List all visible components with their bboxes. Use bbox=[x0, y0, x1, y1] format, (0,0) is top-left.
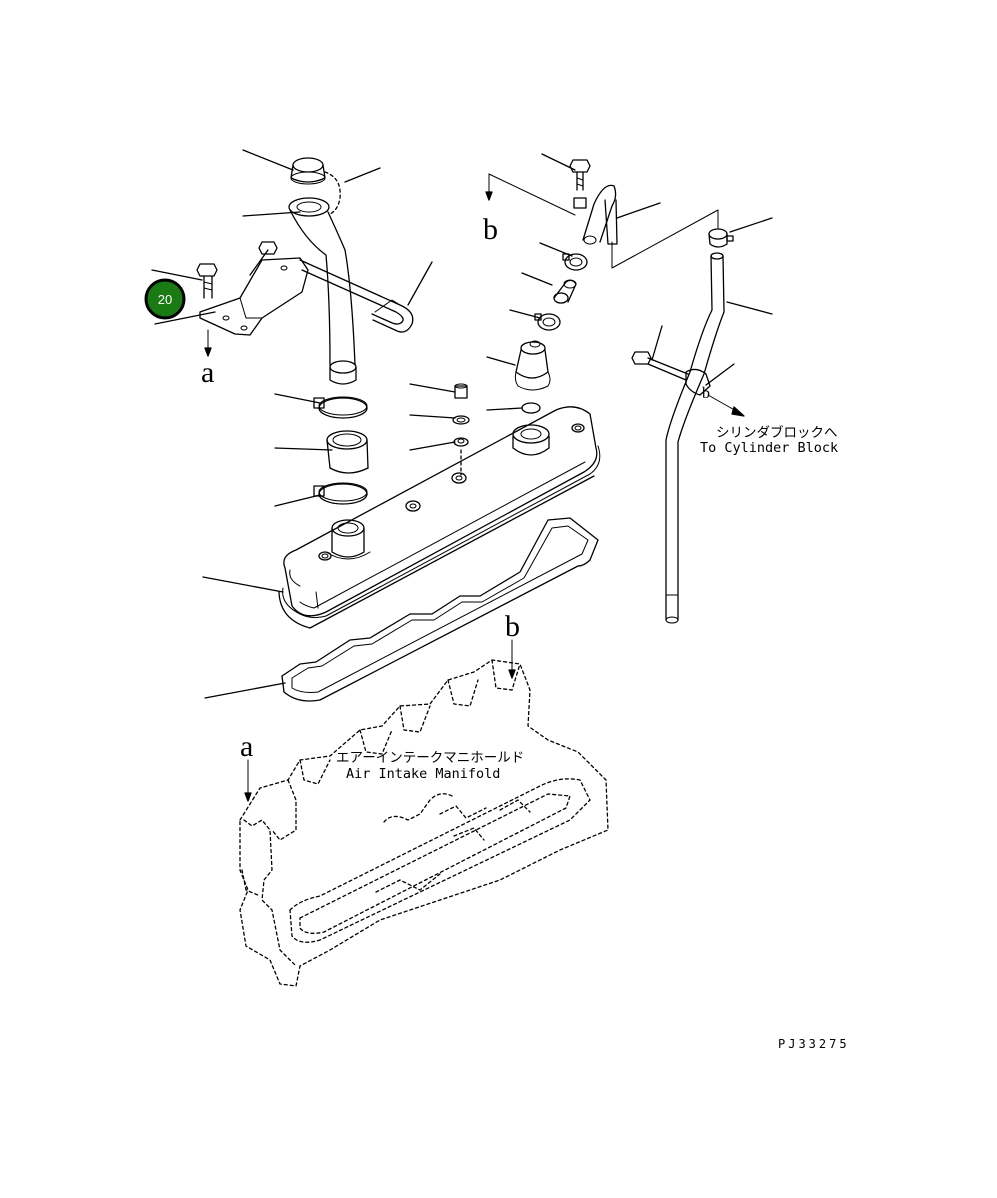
note-to-cylinder-block-en: To Cylinder Block bbox=[700, 440, 838, 456]
small-clamp-2 bbox=[562, 253, 588, 271]
breather-hose-loop bbox=[299, 259, 414, 333]
breather-pipe-bent bbox=[573, 184, 618, 245]
ref-arrow-b-head bbox=[508, 639, 516, 679]
ref-letter-a-top: a bbox=[201, 356, 214, 389]
dipstick-tube bbox=[665, 228, 734, 624]
note-air-intake-jp: エアーインテークマニホールド bbox=[336, 750, 524, 766]
ref-letter-a-bottom: a bbox=[240, 730, 253, 763]
leader-lines bbox=[151, 149, 773, 699]
note-to-cylinder-block-jp: シリンダブロックへ bbox=[716, 424, 838, 441]
highlight-badge[interactable]: 20 bbox=[144, 278, 186, 320]
cylinder-head-phantom bbox=[239, 659, 609, 987]
oil-filler-cap bbox=[290, 157, 341, 215]
cover-gasket bbox=[281, 517, 599, 702]
ref-arrow-a-manifold bbox=[244, 759, 252, 802]
hose-clamp-upper bbox=[313, 396, 368, 419]
tube-bracket bbox=[196, 241, 309, 357]
ref-line-b bbox=[485, 173, 719, 269]
cover-bolt-set bbox=[452, 383, 541, 476]
upper-bolt bbox=[569, 159, 591, 191]
note-air-intake-en: Air Intake Manifold bbox=[346, 766, 500, 782]
small-clamp-1 bbox=[534, 313, 561, 331]
ref-letter-b-mid: b bbox=[505, 610, 520, 643]
small-hose bbox=[553, 279, 577, 304]
dipstick-bracket bbox=[631, 351, 711, 396]
oil-filler-tube bbox=[288, 197, 357, 385]
arrow-to-cylinder-block bbox=[707, 394, 745, 417]
ref-letter-b-small: b bbox=[702, 385, 710, 402]
badge-circle[interactable] bbox=[144, 278, 186, 320]
rocker-cover bbox=[278, 406, 601, 629]
ref-letter-b-top: b bbox=[483, 213, 498, 246]
hose-clamp-lower bbox=[313, 482, 368, 505]
badge-label[interactable]: 20 bbox=[158, 292, 172, 307]
rubber-hose bbox=[326, 430, 369, 474]
breather-valve bbox=[514, 340, 551, 391]
drawing-number: PJ33275 bbox=[778, 1037, 850, 1051]
